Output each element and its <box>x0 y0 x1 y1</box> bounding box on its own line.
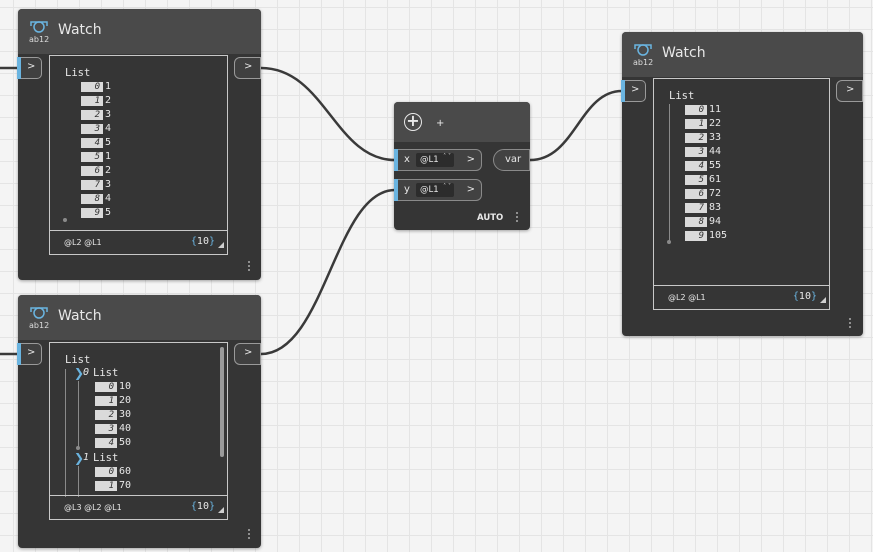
wire-watch2-to-y[interactable] <box>260 188 396 356</box>
chevron-right-icon: > <box>466 184 475 195</box>
item-count: {10} <box>792 291 817 302</box>
node-title: Watch <box>58 308 102 324</box>
resize-handle-icon[interactable] <box>820 297 826 303</box>
chevron-right-icon: > <box>244 61 253 72</box>
list-label: List <box>669 90 695 102</box>
input-port[interactable]: > <box>621 80 646 102</box>
svg-text:ab12: ab12 <box>633 58 653 67</box>
list-label: List <box>65 67 91 79</box>
item-count: {10} <box>190 236 215 247</box>
wire-var-to-watch3[interactable] <box>529 89 623 162</box>
add-input-button[interactable]: + <box>404 113 422 131</box>
chevron-right-icon: > <box>27 61 36 72</box>
wire-watch1-to-x[interactable] <box>260 66 396 162</box>
chevron-right-icon: > <box>466 154 475 165</box>
up-down-arrows-icon: ˄ ˅ <box>443 153 451 160</box>
node-header[interactable]: ab12 Watch <box>622 32 863 77</box>
tree-node-dot <box>76 446 80 450</box>
lacing-selector[interactable]: @L1 ˄ ˅ <box>416 183 454 197</box>
node-options-icon[interactable] <box>516 212 519 224</box>
tree-line <box>65 369 66 497</box>
node-header[interactable]: ab12 Watch <box>18 295 261 340</box>
node-title: Watch <box>662 45 706 61</box>
lacing-selector[interactable]: @L1 ˄ ˅ <box>416 153 454 167</box>
output-var-port[interactable]: var <box>493 149 530 171</box>
list-levels[interactable]: @L2 @L1 <box>668 293 706 302</box>
output-port[interactable]: > <box>836 80 863 102</box>
resize-handle-icon[interactable] <box>218 242 224 248</box>
expand-arrow-icon[interactable]: ❯ <box>74 451 85 465</box>
chevron-right-icon: > <box>27 347 36 358</box>
chevron-right-icon: > <box>244 347 253 358</box>
node-options-icon[interactable] <box>248 261 251 273</box>
vertical-scrollbar[interactable] <box>220 347 224 457</box>
watch-footer: @L3 @L2 @L1 {10} <box>50 495 227 519</box>
watch-footer: @L2 @L1 {10} <box>50 230 227 254</box>
input-x-port[interactable]: x @L1 ˄ ˅ > <box>394 149 482 171</box>
list-levels[interactable]: @L2 @L1 <box>64 238 102 247</box>
tree-node-dot <box>667 240 671 244</box>
node-options-icon[interactable] <box>849 318 852 330</box>
input-port[interactable]: > <box>17 57 42 79</box>
chevron-right-icon: > <box>846 84 855 95</box>
lacing-mode-label[interactable]: AUTO <box>477 213 504 223</box>
node-options-icon[interactable] <box>248 529 251 541</box>
tree-node-dot <box>63 218 67 222</box>
chevron-right-icon: > <box>631 84 640 95</box>
svg-text:ab12: ab12 <box>29 321 49 330</box>
tree-line <box>78 381 79 447</box>
watch-node-icon: ab12 <box>633 44 653 67</box>
list-label: List <box>65 354 91 366</box>
node-header[interactable]: ab12 Watch <box>18 9 261 54</box>
watch-node-icon: ab12 <box>29 307 49 330</box>
input-y-port[interactable]: y @L1 ˄ ˅ > <box>394 179 482 201</box>
expand-arrow-icon[interactable]: ❯ <box>74 366 85 380</box>
output-port[interactable]: > <box>234 343 261 365</box>
output-port[interactable]: > <box>234 57 261 79</box>
tree-line <box>78 466 79 497</box>
tree-line <box>669 104 670 242</box>
code-block-node[interactable]: + + x @L1 ˄ ˅ > y @L1 ˄ ˅ > var AUTO <box>394 102 530 230</box>
item-count: {10} <box>190 501 215 512</box>
svg-text:ab12: ab12 <box>29 35 49 44</box>
input-port[interactable]: > <box>17 343 42 365</box>
watch-node-icon: ab12 <box>29 21 49 44</box>
node-header[interactable]: + + <box>394 102 530 142</box>
node-title: Watch <box>58 22 102 38</box>
list-levels[interactable]: @L3 @L2 @L1 <box>64 503 122 512</box>
resize-handle-icon[interactable] <box>218 507 224 513</box>
add-input-label[interactable]: + <box>436 118 445 129</box>
watch-footer: @L2 @L1 {10} <box>654 285 829 309</box>
up-down-arrows-icon: ˄ ˅ <box>443 183 451 190</box>
